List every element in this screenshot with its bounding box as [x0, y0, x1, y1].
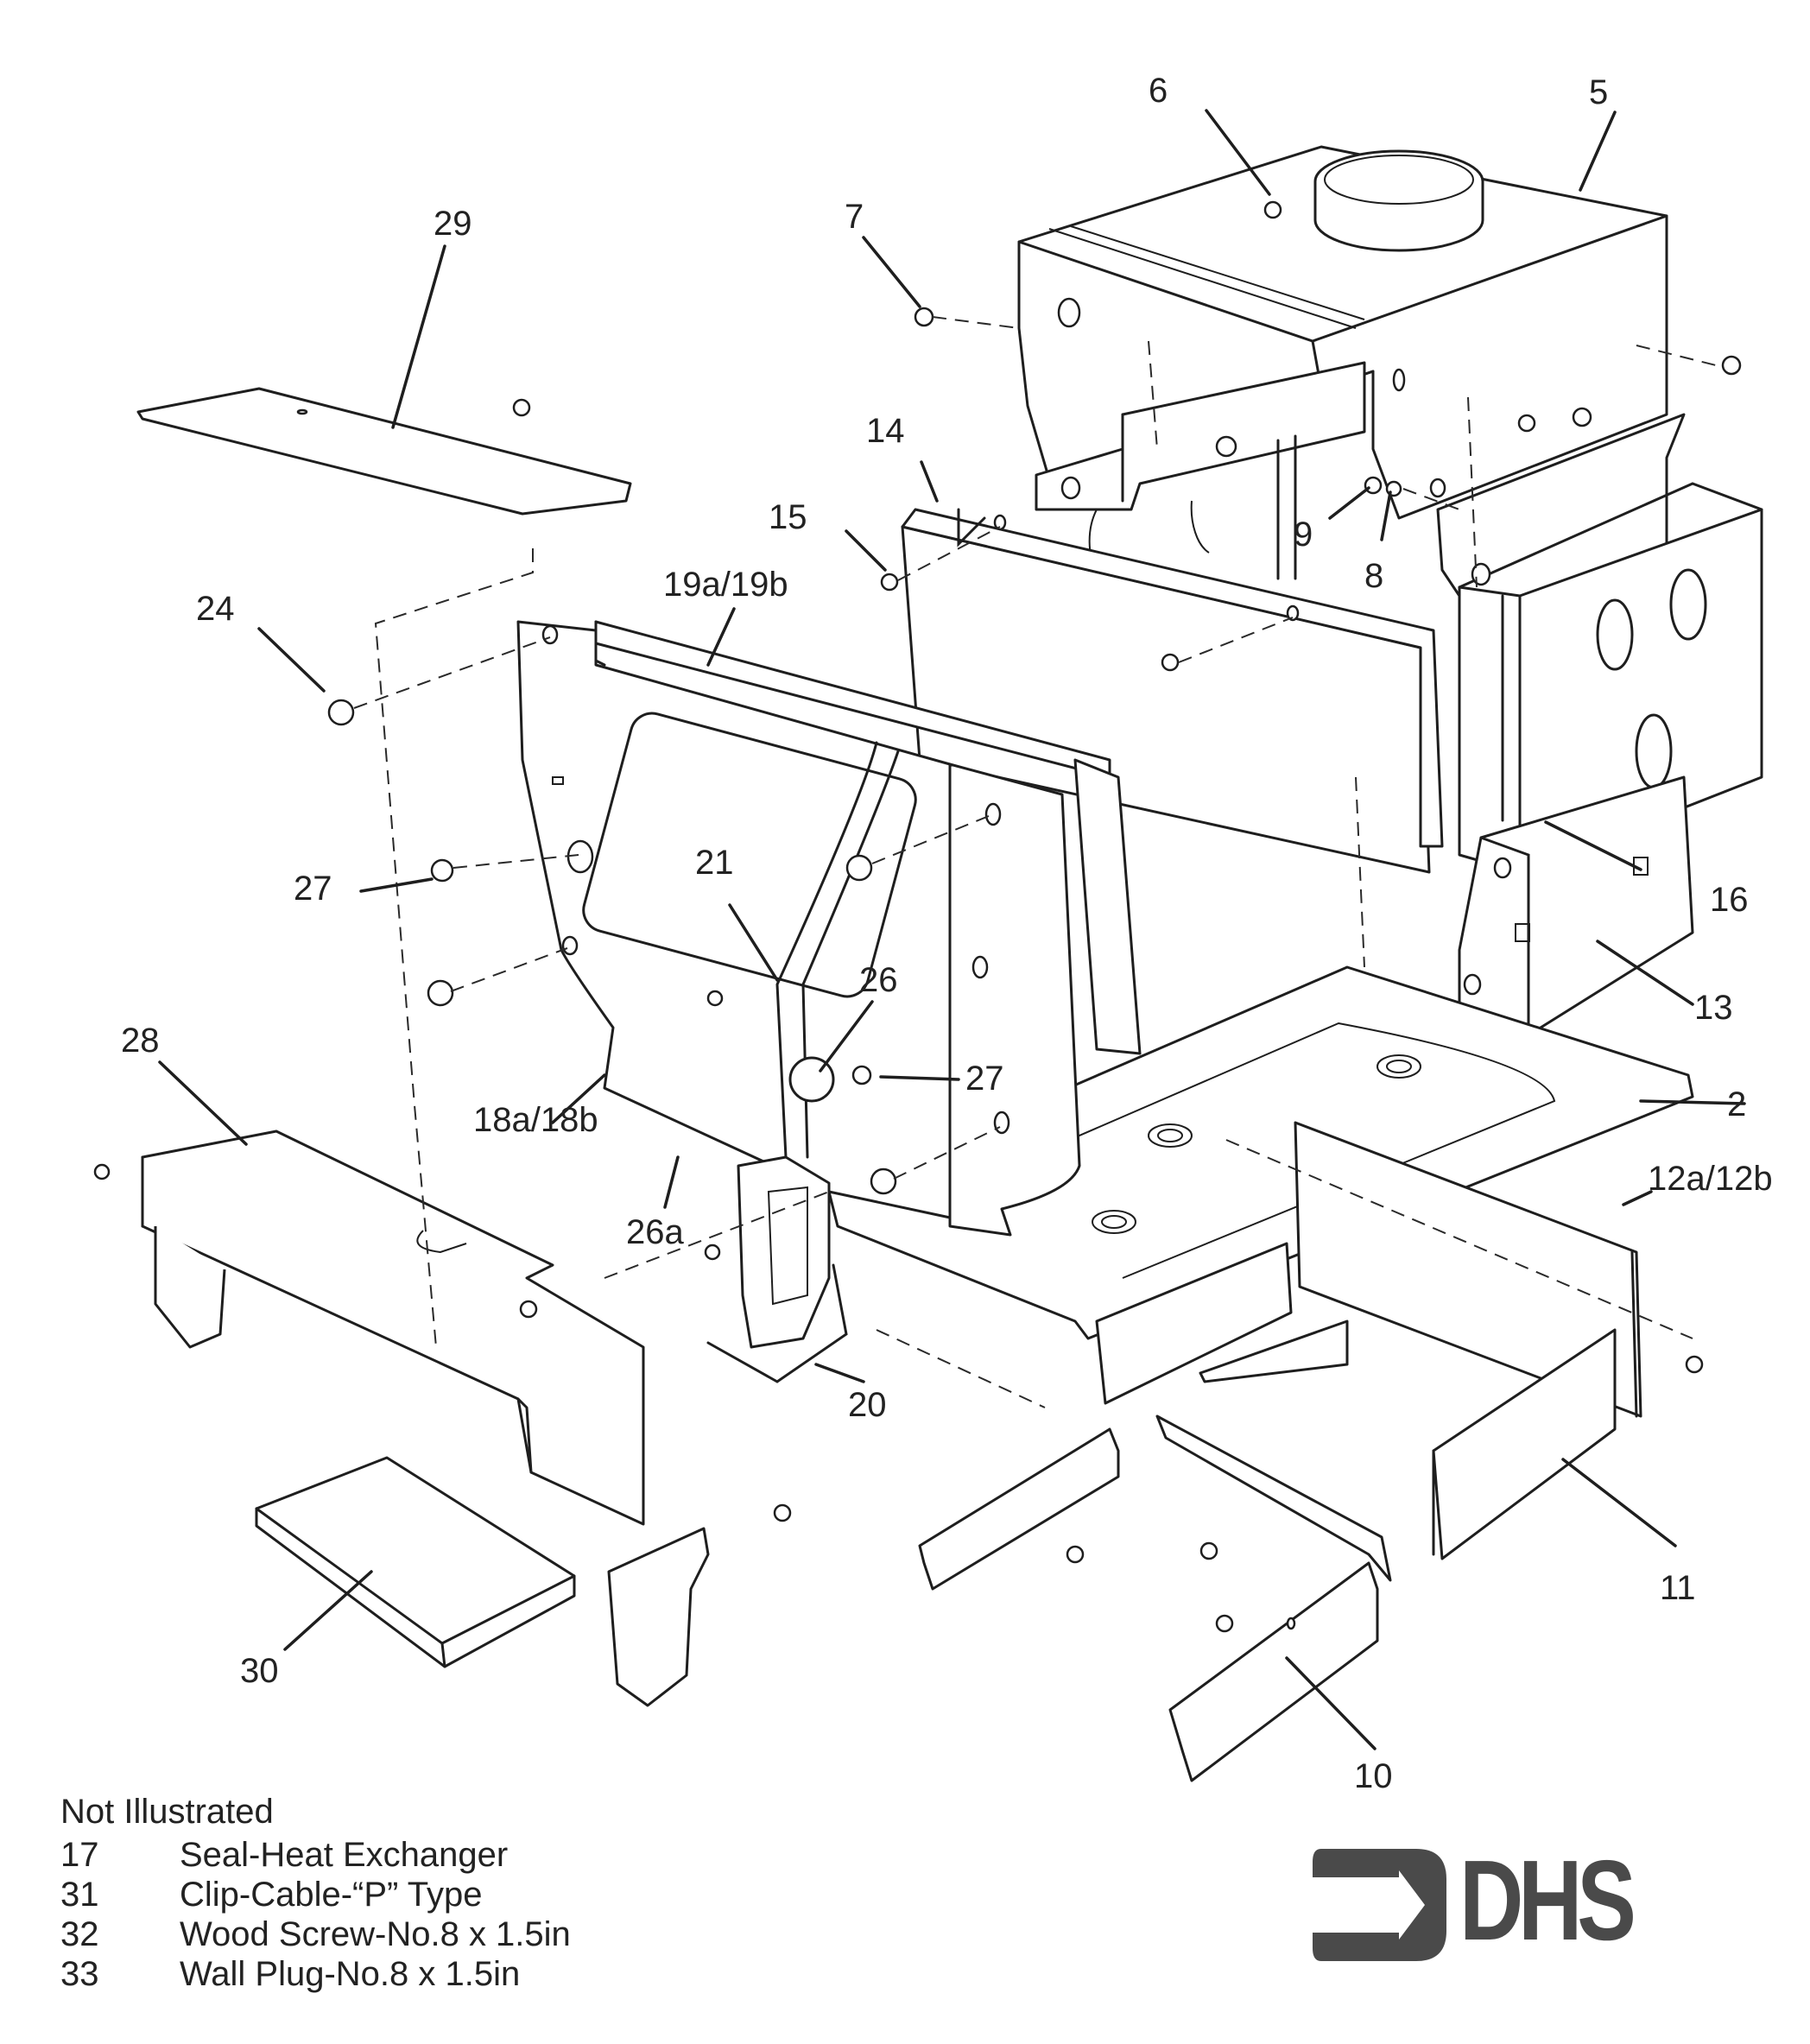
screw-14b: [1161, 653, 1180, 672]
callout-11: 11: [1660, 1569, 1696, 1607]
callout-15: 15: [769, 498, 807, 536]
legend-title: Not Illustrated: [60, 1793, 274, 1831]
part-description: Wood Screw-No.8 x 1.5in: [180, 1915, 571, 1953]
part-29-top-plate: [136, 387, 632, 516]
nut-9: [1364, 476, 1383, 495]
screw-leg: [773, 1503, 792, 1522]
callout-30: 30: [240, 1652, 279, 1690]
leader-lines: [158, 109, 1746, 1750]
callout-7: 7: [845, 198, 864, 236]
screw-28-right: [519, 1300, 538, 1319]
logo-text: DHS: [1459, 1837, 1636, 1964]
callout-18: 18a/18b: [473, 1101, 598, 1139]
front-brick: [1095, 1242, 1293, 1405]
callout-9: 9: [1294, 516, 1313, 554]
part-14-panel: [901, 508, 1444, 874]
callout-10: 10: [1354, 1757, 1393, 1795]
nut-right: [1517, 414, 1536, 433]
nut-hood: [1215, 435, 1237, 458]
firebox-door: [948, 763, 1081, 1237]
arrow-right-bracket-icon: [1313, 1849, 1446, 1961]
assembly-lines: [353, 316, 1724, 1408]
part-12-back-brick: [1294, 1121, 1642, 1418]
washer-27: [430, 858, 454, 883]
part-10-retainer: [1168, 1561, 1379, 1782]
part-number: 17: [60, 1836, 99, 1874]
callout-21: 21: [695, 844, 734, 882]
part-11-side-brick: [1432, 1328, 1617, 1560]
center-brick: [1199, 1319, 1349, 1383]
screw-retainer-left: [1066, 1545, 1085, 1564]
callout-28: 28: [121, 1022, 160, 1060]
callout-19: 19a/19b: [663, 566, 788, 604]
callouts: 6 5 7 29 14 15 19a/19b 9 8 24 27 21 26 2…: [121, 72, 1773, 1795]
firebox-glass-panel: [1073, 758, 1142, 1055]
part-28-ash-shelf: [141, 1130, 645, 1526]
callout-26: 26: [859, 961, 898, 999]
callout-2: 2: [1727, 1085, 1746, 1123]
screw-12: [1685, 1355, 1704, 1374]
callout-13: 13: [1694, 989, 1733, 1027]
wing-nut-24: [327, 699, 355, 726]
brick-retainer-left: [918, 1427, 1120, 1591]
part-number: 32: [60, 1915, 99, 1953]
callout-16: 16: [1710, 881, 1749, 919]
bolt-right-top: [1721, 355, 1742, 376]
wing-nut-lower: [870, 1168, 897, 1195]
shelf-leg-right: [607, 1527, 710, 1707]
callout-26a: 26a: [626, 1213, 684, 1251]
callout-27-left: 27: [294, 870, 332, 908]
legend-row: 33 Wall Plug-No.8 x 1.5in: [60, 1954, 571, 1994]
fasteners: [93, 200, 1742, 1633]
legend-row: 17 Seal-Heat Exchanger: [60, 1835, 571, 1875]
callout-6: 6: [1149, 72, 1168, 110]
callout-29: 29: [434, 205, 472, 243]
bolt-right: [1572, 407, 1592, 427]
dhs-logo: DHS: [1313, 1837, 1675, 1964]
callout-27-right: 27: [965, 1060, 1004, 1098]
callout-12: 12a/12b: [1648, 1160, 1773, 1198]
part-description: Wall Plug-No.8 x 1.5in: [180, 1955, 521, 1993]
screw-15: [880, 573, 899, 592]
screw-29: [512, 398, 531, 417]
callout-24: 24: [196, 590, 235, 628]
callout-8: 8: [1364, 557, 1383, 595]
bolt-7: [914, 307, 934, 327]
hood-bracket: [1035, 361, 1366, 594]
clip-27: [851, 1065, 872, 1085]
wing-nut-upper: [845, 854, 873, 882]
legend-row: 32 Wood Screw-No.8 x 1.5in: [60, 1914, 571, 1954]
callout-5: 5: [1589, 73, 1608, 111]
screw-28-left: [93, 1163, 111, 1180]
part-number: 33: [60, 1955, 99, 1993]
part-description: Clip-Cable-“P” Type: [180, 1876, 483, 1914]
not-illustrated-legend: Not Illustrated 17 Seal-Heat Exchanger 3…: [60, 1792, 571, 1994]
screw-20: [704, 1243, 721, 1261]
heat-exchanger-box: [1429, 413, 1763, 874]
screw-retainer-middle: [1199, 1541, 1218, 1560]
door-handle-rod: [775, 741, 900, 1159]
part-18-firebox-front: [516, 620, 952, 1219]
legend-row: 31 Clip-Cable-“P” Type: [60, 1875, 571, 1914]
part-30-ash-pan: [255, 1456, 576, 1668]
brick-retainer-middle: [1155, 1414, 1392, 1582]
callout-14: 14: [866, 412, 905, 450]
part-20-latch: [706, 1155, 848, 1383]
screw-6: [1263, 200, 1282, 219]
part-number: 31: [60, 1876, 99, 1914]
callout-20: 20: [848, 1386, 887, 1424]
part-description: Seal-Heat Exchanger: [180, 1836, 509, 1874]
screw-10: [1215, 1614, 1234, 1633]
screw-21: [706, 990, 724, 1007]
wing-nut-left: [427, 979, 454, 1007]
